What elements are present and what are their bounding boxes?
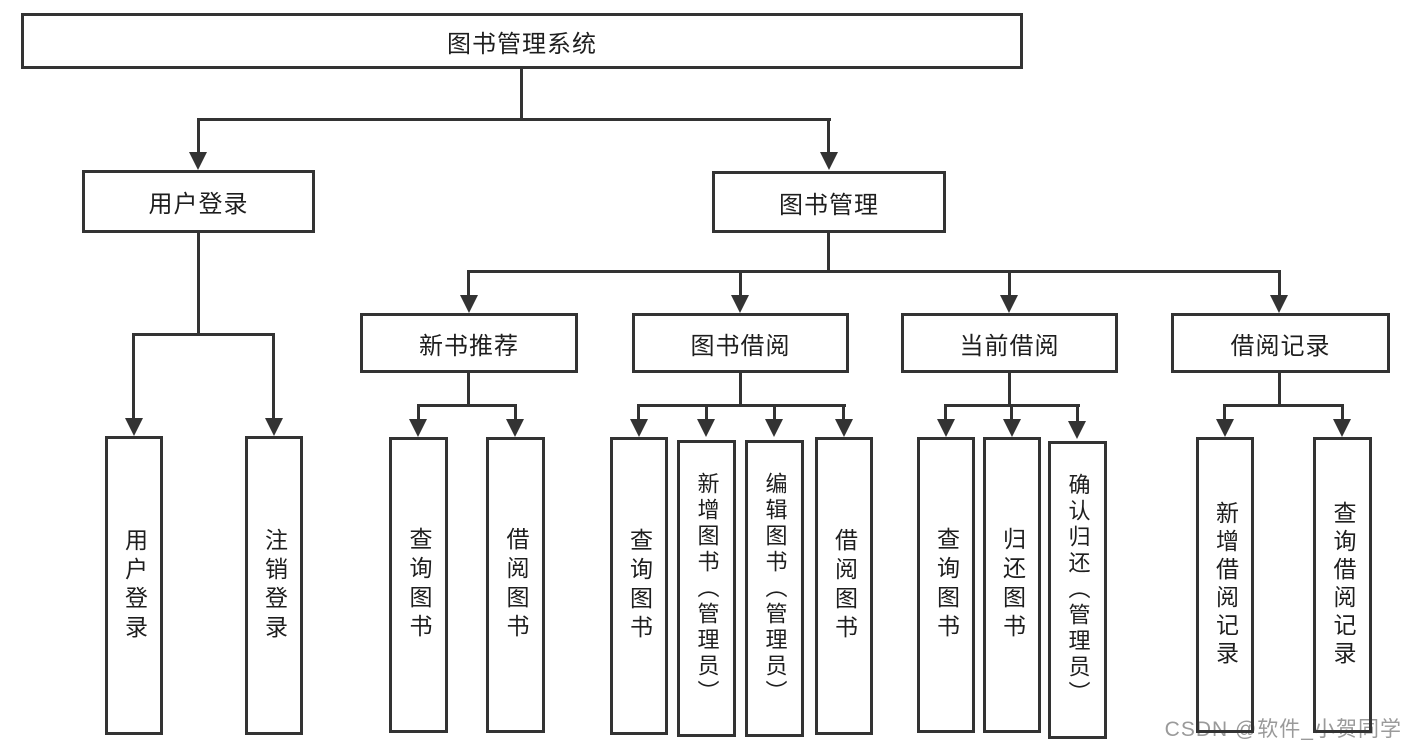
connector-g1-hline bbox=[417, 404, 517, 407]
connector-g3-leaf3-drop bbox=[1076, 404, 1079, 421]
leaf-edit-books-admin-label: 编辑图书（管理员） bbox=[762, 471, 788, 706]
leaf-borrow-books-1-label: 借阅图书 bbox=[503, 527, 529, 643]
leaf-add-borrow-record: 新增借阅记录 bbox=[1196, 437, 1254, 733]
leaf-add-books-admin: 新增图书（管理员） bbox=[677, 440, 736, 737]
connector-group2-drop bbox=[739, 270, 742, 298]
connector-g3-leaf1-drop bbox=[944, 404, 947, 421]
leaf-borrow-books-1: 借阅图书 bbox=[486, 437, 545, 733]
leaf-user-login: 用户登录 bbox=[105, 436, 163, 735]
leaf-query-books-1: 查询图书 bbox=[389, 437, 448, 733]
arrowhead-g2-leaf4 bbox=[835, 419, 853, 437]
arrowhead-g1-leaf1 bbox=[409, 419, 427, 437]
node-root-label: 图书管理系统 bbox=[447, 30, 597, 58]
connector-g2-leaf2-drop bbox=[705, 404, 708, 421]
connector-group3-drop bbox=[1008, 270, 1011, 298]
node-current-borrowing-label: 当前借阅 bbox=[959, 332, 1060, 360]
node-root: 图书管理系统 bbox=[21, 13, 1023, 69]
node-new-book-recommend: 新书推荐 bbox=[360, 313, 578, 373]
csdn-watermark: CSDN @软件_小贺同学 bbox=[1164, 718, 1402, 741]
connector-g2-stem bbox=[739, 373, 742, 407]
connector-book-mgmt-drop bbox=[827, 118, 830, 155]
node-book-management: 图书管理 bbox=[712, 171, 946, 233]
arrowhead-login-leaf2 bbox=[265, 418, 283, 436]
connector-g2-leaf4-drop bbox=[842, 404, 845, 421]
node-borrowing-records: 借阅记录 bbox=[1171, 313, 1390, 373]
arrowhead-g3-leaf2 bbox=[1003, 419, 1021, 437]
connector-book-mgmt-stem bbox=[827, 233, 830, 273]
arrowhead-g4-leaf2 bbox=[1333, 419, 1351, 437]
arrowhead-g2-leaf1 bbox=[630, 419, 648, 437]
connector-user-login-drop bbox=[197, 118, 200, 155]
arrowhead-group4 bbox=[1270, 295, 1288, 313]
leaf-logout-label: 注销登录 bbox=[261, 527, 288, 644]
leaf-edit-books-admin: 编辑图书（管理员） bbox=[745, 440, 804, 737]
arrowhead-g2-leaf2 bbox=[697, 419, 715, 437]
connector-group1-drop bbox=[467, 270, 470, 298]
connector-g4-hline bbox=[1223, 404, 1344, 407]
leaf-query-borrow-record: 查询借阅记录 bbox=[1313, 437, 1372, 733]
connector-login-leaf2-drop bbox=[272, 333, 275, 419]
connector-g1-leaf1-drop bbox=[417, 404, 420, 421]
leaf-borrow-books-2-label: 借阅图书 bbox=[831, 528, 858, 644]
arrowhead-group3 bbox=[1000, 295, 1018, 313]
connector-g1-leaf2-drop bbox=[514, 404, 517, 421]
node-book-management-label: 图书管理 bbox=[779, 191, 879, 219]
node-book-borrowing: 图书借阅 bbox=[632, 313, 849, 373]
arrowhead-book-mgmt bbox=[820, 152, 838, 170]
connector-group4-drop bbox=[1278, 270, 1281, 298]
node-user-login: 用户登录 bbox=[82, 170, 315, 233]
leaf-confirm-return-admin-label: 确认归还（管理员） bbox=[1065, 473, 1091, 707]
arrowhead-user-login bbox=[189, 152, 207, 170]
arrowhead-g1-leaf2 bbox=[506, 419, 524, 437]
connector-root-hline bbox=[197, 118, 831, 121]
leaf-query-borrow-record-label: 查询借阅记录 bbox=[1330, 501, 1356, 669]
leaf-confirm-return-admin: 确认归还（管理员） bbox=[1048, 441, 1107, 739]
connector-user-login-stem bbox=[197, 233, 200, 336]
leaf-return-books: 归还图书 bbox=[983, 437, 1041, 733]
arrowhead-g2-leaf3 bbox=[765, 419, 783, 437]
node-book-borrowing-label: 图书借阅 bbox=[690, 332, 791, 360]
leaf-query-books-2-label: 查询图书 bbox=[626, 528, 653, 644]
connector-g3-leaf2-drop bbox=[1010, 404, 1013, 421]
leaf-logout: 注销登录 bbox=[245, 436, 303, 735]
node-user-login-label: 用户登录 bbox=[148, 191, 249, 218]
node-borrowing-records-label: 借阅记录 bbox=[1230, 332, 1331, 360]
arrowhead-group1 bbox=[460, 295, 478, 313]
leaf-user-login-label: 用户登录 bbox=[121, 527, 148, 644]
leaf-query-books-3-label: 查询图书 bbox=[933, 527, 960, 643]
node-new-book-recommend-label: 新书推荐 bbox=[419, 332, 519, 360]
leaf-query-books-1-label: 查询图书 bbox=[406, 527, 432, 643]
arrowhead-group2 bbox=[731, 295, 749, 313]
connector-g4-leaf1-drop bbox=[1223, 404, 1226, 421]
connector-g4-leaf2-drop bbox=[1341, 404, 1344, 421]
connector-book-mgmt-hline bbox=[467, 270, 1280, 273]
connector-g2-leaf3-drop bbox=[773, 404, 776, 421]
leaf-add-books-admin-label: 新增图书（管理员） bbox=[694, 471, 720, 706]
connector-g1-stem bbox=[467, 373, 470, 407]
connector-g4-stem bbox=[1278, 373, 1281, 407]
arrowhead-g3-leaf1 bbox=[937, 419, 955, 437]
connector-g3-stem bbox=[1008, 373, 1011, 407]
connector-g2-hline bbox=[637, 404, 846, 407]
connector-login-leaf1-drop bbox=[132, 333, 135, 419]
arrowhead-g4-leaf1 bbox=[1216, 419, 1234, 437]
connector-g2-leaf1-drop bbox=[637, 404, 640, 421]
node-current-borrowing: 当前借阅 bbox=[901, 313, 1118, 373]
connector-user-login-hline bbox=[133, 333, 275, 336]
arrowhead-login-leaf1 bbox=[125, 418, 143, 436]
arrowhead-g3-leaf3 bbox=[1068, 421, 1086, 439]
leaf-return-books-label: 归还图书 bbox=[999, 527, 1026, 643]
leaf-query-books-3: 查询图书 bbox=[917, 437, 975, 733]
leaf-query-books-2: 查询图书 bbox=[610, 437, 668, 735]
connector-root-stem bbox=[520, 69, 523, 121]
leaf-borrow-books-2: 借阅图书 bbox=[815, 437, 873, 735]
leaf-add-borrow-record-label: 新增借阅记录 bbox=[1212, 501, 1239, 669]
